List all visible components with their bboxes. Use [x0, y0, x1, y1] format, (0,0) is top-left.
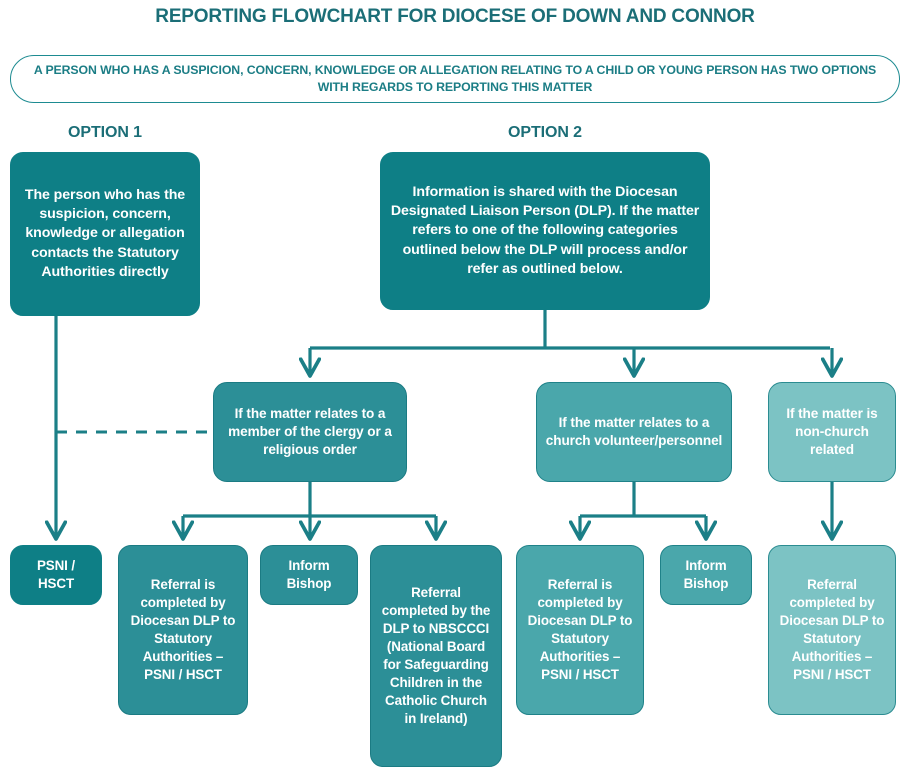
node-option1-person[interactable]: The person who has the suspicion, concer… [10, 152, 200, 316]
node-category-nonchurch-text: If the matter is non-church related [786, 405, 878, 458]
intro-banner-text: A PERSON WHO HAS A SUSPICION, CONCERN, K… [33, 63, 877, 94]
node-category-volunteer-text: If the matter relates to a church volunt… [545, 414, 723, 448]
node-option2-dlp[interactable]: Information is shared with the Diocesan … [380, 152, 710, 310]
node-category-nonchurch[interactable]: If the matter is non-church related [768, 382, 896, 482]
node-outcome-psni-hsct-text: PSNI / HSCT [36, 558, 76, 591]
node-outcome-volunteer-referral[interactable]: Referral is completed by Diocesan DLP to… [516, 545, 644, 715]
node-outcome-volunteer-referral-text: Referral is completed by Diocesan DLP to… [527, 577, 633, 682]
intro-banner: A PERSON WHO HAS A SUSPICION, CONCERN, K… [10, 55, 900, 103]
node-outcome-nbsccci-referral[interactable]: Referral completed by the DLP to NBSCCCI… [370, 545, 502, 767]
node-outcome-psni-hsct[interactable]: PSNI / HSCT [10, 545, 102, 605]
node-category-clergy-text: If the matter relates to a member of the… [228, 405, 392, 458]
node-outcome-volunteer-inform-bishop-text: Inform Bishop [683, 558, 729, 591]
node-outcome-clergy-referral[interactable]: Referral is completed by Diocesan DLP to… [118, 545, 248, 715]
node-category-clergy[interactable]: If the matter relates to a member of the… [213, 382, 407, 482]
node-outcome-clergy-referral-text: Referral is completed by Diocesan DLP to… [130, 577, 236, 682]
node-outcome-volunteer-inform-bishop[interactable]: Inform Bishop [660, 545, 752, 605]
node-option1-person-text: The person who has the suspicion, concer… [24, 187, 186, 280]
node-outcome-nonchurch-referral-text: Referral completed by Diocesan DLP to St… [779, 577, 885, 682]
page-title: REPORTING FLOWCHART FOR DIOCESE OF DOWN … [155, 6, 755, 27]
option-2-label: OPTION 2 [508, 124, 582, 141]
node-outcome-clergy-inform-bishop-text: Inform Bishop [286, 558, 332, 591]
node-outcome-nbsccci-referral-text: Referral completed by the DLP to NBSCCCI… [381, 585, 491, 726]
node-option2-dlp-text: Information is shared with the Diocesan … [390, 184, 700, 277]
node-category-volunteer[interactable]: If the matter relates to a church volunt… [536, 382, 732, 482]
node-outcome-nonchurch-referral[interactable]: Referral completed by Diocesan DLP to St… [768, 545, 896, 715]
option-1-label: OPTION 1 [68, 124, 142, 141]
node-outcome-clergy-inform-bishop[interactable]: Inform Bishop [260, 545, 358, 605]
